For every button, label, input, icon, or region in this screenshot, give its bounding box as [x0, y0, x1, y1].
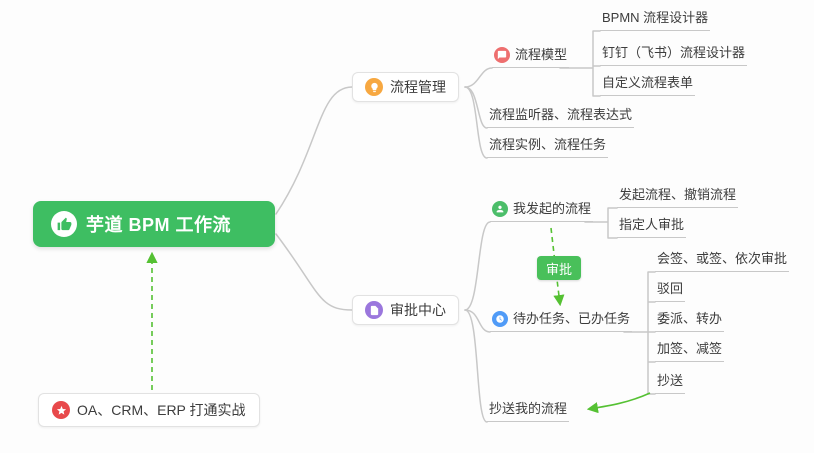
person-icon [492, 201, 508, 217]
node-label: 流程管理 [390, 79, 446, 95]
node-label: BPMN 流程设计器 [602, 10, 709, 25]
node-bpmn-designer[interactable]: BPMN 流程设计器 [600, 9, 711, 31]
curve-root-to-process [275, 86, 353, 215]
root-label: 芋道 BPM 工作流 [86, 215, 232, 235]
node-approval-center[interactable]: 审批中心 [352, 295, 459, 325]
node-my-initiated[interactable]: 我发起的流程 [490, 200, 594, 222]
node-dingtalk-designer[interactable]: 钉钉（飞书）流程设计器 [600, 44, 748, 66]
node-reject[interactable]: 驳回 [655, 280, 686, 302]
node-label: 待办任务、已办任务 [513, 311, 631, 326]
lightbulb-icon [365, 78, 383, 96]
curve-approval-to-tasks [464, 309, 491, 333]
root-node-bpm[interactable]: 芋道 BPM 工作流 [33, 201, 275, 247]
node-process-model[interactable]: 流程模型 [492, 46, 570, 68]
node-label: 自定义流程表单 [602, 75, 694, 90]
clock-icon [492, 311, 508, 327]
footnote-label: OA、CRM、ERP 打通实战 [77, 402, 246, 418]
chat-bubble-icon [494, 47, 510, 63]
curve-root-to-approval [275, 233, 353, 311]
arrow-cc-leaf-to-cc-node [586, 392, 651, 414]
bracket-model-children [559, 30, 601, 97]
node-label: 钉钉（飞书）流程设计器 [602, 45, 746, 60]
node-start-cancel-process[interactable]: 发起流程、撤销流程 [617, 186, 739, 208]
node-delegate-transfer[interactable]: 委派、转办 [655, 310, 725, 332]
node-label: 流程模型 [515, 47, 568, 62]
node-cc[interactable]: 抄送 [655, 372, 686, 394]
node-label: 抄送 [657, 373, 684, 388]
node-label: 指定人审批 [619, 217, 685, 232]
curve-process-to-model [464, 67, 493, 88]
node-custom-form[interactable]: 自定义流程表单 [600, 74, 696, 96]
node-countersign[interactable]: 会签、或签、依次审批 [655, 250, 790, 272]
curve-process-to-instance [464, 86, 488, 159]
thumbs-up-icon [51, 211, 77, 237]
node-label: 我发起的流程 [513, 201, 592, 216]
node-label: 加签、减签 [657, 341, 723, 356]
node-label: 会签、或签、依次审批 [657, 251, 788, 266]
bracket-tasks-children [623, 271, 656, 395]
curve-approval-to-cc [464, 309, 488, 423]
tag-label: 审批 [546, 261, 573, 277]
relation-tag-approve[interactable]: 审批 [537, 256, 582, 280]
node-assignee-approval[interactable]: 指定人审批 [617, 216, 687, 238]
node-process-instance[interactable]: 流程实例、流程任务 [487, 136, 609, 158]
star-icon [52, 401, 70, 419]
node-label: 委派、转办 [657, 311, 723, 326]
node-cc-my-process[interactable]: 抄送我的流程 [487, 400, 570, 422]
bracket-initiated-children [584, 207, 618, 239]
document-icon [365, 301, 383, 319]
node-label: 发起流程、撤销流程 [619, 187, 737, 202]
node-add-remove-sign[interactable]: 加签、减签 [655, 340, 725, 362]
node-process-listener[interactable]: 流程监听器、流程表达式 [487, 106, 635, 128]
node-process-mgmt[interactable]: 流程管理 [352, 72, 459, 102]
node-label: 流程实例、流程任务 [489, 137, 607, 152]
node-label: 流程监听器、流程表达式 [489, 107, 633, 122]
curve-approval-to-initiated [464, 221, 491, 311]
node-label: 审批中心 [390, 302, 446, 318]
node-todo-done-tasks[interactable]: 待办任务、已办任务 [490, 310, 633, 332]
node-label: 抄送我的流程 [489, 401, 568, 416]
node-label: 驳回 [657, 281, 684, 296]
node-footnote[interactable]: OA、CRM、ERP 打通实战 [38, 393, 260, 427]
